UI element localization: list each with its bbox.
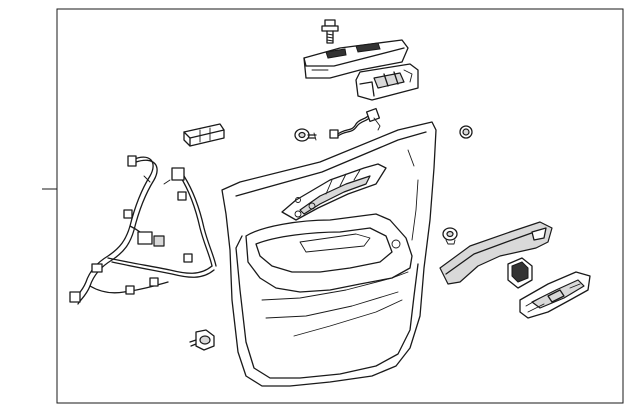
handle-cap (507, 257, 533, 289)
wiring-harness (69, 155, 217, 305)
retainer-clip (189, 329, 215, 351)
trim-bolt (321, 19, 339, 44)
push-pin-fastener (294, 128, 317, 142)
inside-handle (519, 271, 591, 319)
switch-bezel (303, 39, 409, 79)
panel-harness (329, 107, 381, 139)
small-clip (442, 227, 458, 245)
cover-plug (183, 123, 225, 147)
window-switch (355, 63, 419, 101)
door-trim-panel (221, 121, 437, 387)
diagram-frame (56, 8, 624, 404)
round-clip (459, 125, 473, 139)
pull-handle (439, 221, 553, 285)
